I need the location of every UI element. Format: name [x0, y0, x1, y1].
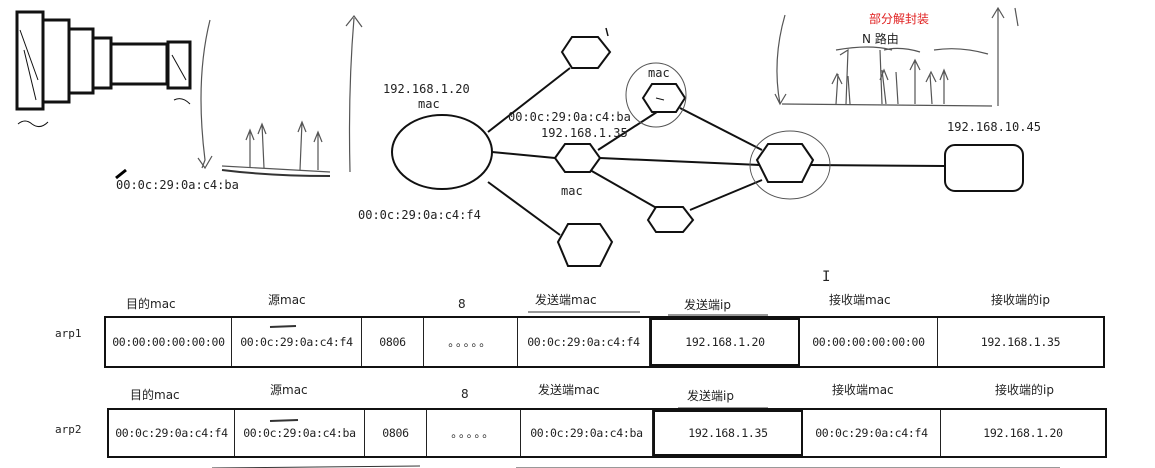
arp1-receiver-ip: 192.168.1.35 [980, 335, 1061, 349]
hand-drawn-arrows-right [774, 6, 1019, 107]
arp2-sender-ip: 192.168.1.35 [653, 410, 803, 456]
host-ip-label: 192.168.1.20 [383, 82, 470, 96]
header-receiver-mac: 接收端mac [829, 293, 891, 307]
arp2-dest-mac: 00:0c:29:0a:c4:f4 [109, 410, 235, 456]
top-node-mac-tag: mac [648, 66, 670, 80]
hand-drawn-arrows-left [115, 15, 363, 180]
arp1-receiver-mac: 00:00:00:00:00:00 [800, 318, 938, 366]
arp2-receiver-mac: 00:0c:29:0a:c4:f4 [803, 410, 941, 456]
arp1-sender-mac: 00:0c:29:0a:c4:f4 [518, 318, 650, 366]
arp2-type: 0806 [365, 410, 427, 456]
switch-ip-label: 192.168.1.35 [541, 126, 628, 140]
switch-mac-tag: mac [561, 184, 583, 198]
header-dest-mac: 目的mac [126, 297, 176, 311]
dest-ip-label: 192.168.10.45 [947, 120, 1041, 134]
decapsulation-annotation: 部分解封装 [869, 12, 930, 26]
cable-connector-drawing [15, 10, 192, 128]
host-mac-tag: mac [418, 97, 440, 111]
header-src-mac: 源mac [268, 293, 306, 307]
header2-type: 8 [461, 387, 469, 401]
left-mac-label: 00:0c:29:0a:c4:ba [116, 178, 239, 192]
arp2-src-mac: 00:0c:29:0a:c4:ba [235, 410, 365, 456]
header2-src-mac: 源mac [270, 383, 308, 397]
router-annotation: N 路由 [862, 32, 899, 46]
header2-sender-mac: 发送端mac [538, 383, 600, 397]
header-sender-ip: 发送端ip [684, 298, 731, 312]
arp2-ellipsis: 。。。。。 [427, 410, 521, 456]
header2-receiver-ip: 接收端的ip [995, 383, 1054, 397]
text-cursor-icon: I [822, 269, 831, 285]
header-sender-mac: 发送端mac [535, 293, 597, 307]
header2-receiver-mac: 接收端mac [832, 383, 894, 397]
header-receiver-ip: 接收端的ip [991, 293, 1050, 307]
header2-dest-mac: 目的mac [130, 388, 180, 402]
header-type: 8 [458, 297, 466, 311]
host-mac-label: 00:0c:29:0a:c4:f4 [358, 208, 481, 222]
switch-mac-label: 00:0c:29:0a:c4:ba [508, 110, 631, 124]
arp2-frame: 00:0c:29:0a:c4:f4 00:0c:29:0a:c4:ba 0806… [107, 408, 1107, 458]
arp2-receiver-ip: 192.168.1.20 [983, 426, 1063, 440]
arp2-sender-mac: 00:0c:29:0a:c4:ba [521, 410, 653, 456]
arp1-sender-ip: 192.168.1.20 [650, 318, 800, 366]
arp1-ellipsis: 。。。。。 [424, 318, 518, 366]
row-label-arp1: arp1 [55, 327, 82, 340]
network-topology [391, 27, 1024, 267]
arp1-type: 0806 [362, 318, 424, 366]
arp1-frame: 00:00:00:00:00:00 00:0c:29:0a:c4:f4 0806… [104, 316, 1105, 368]
arp1-src-mac: 00:0c:29:0a:c4:f4 [232, 318, 362, 366]
row-label-arp2: arp2 [55, 423, 82, 436]
header2-sender-ip: 发送端ip [687, 389, 734, 403]
arp1-dest-mac: 00:00:00:00:00:00 [106, 318, 232, 366]
